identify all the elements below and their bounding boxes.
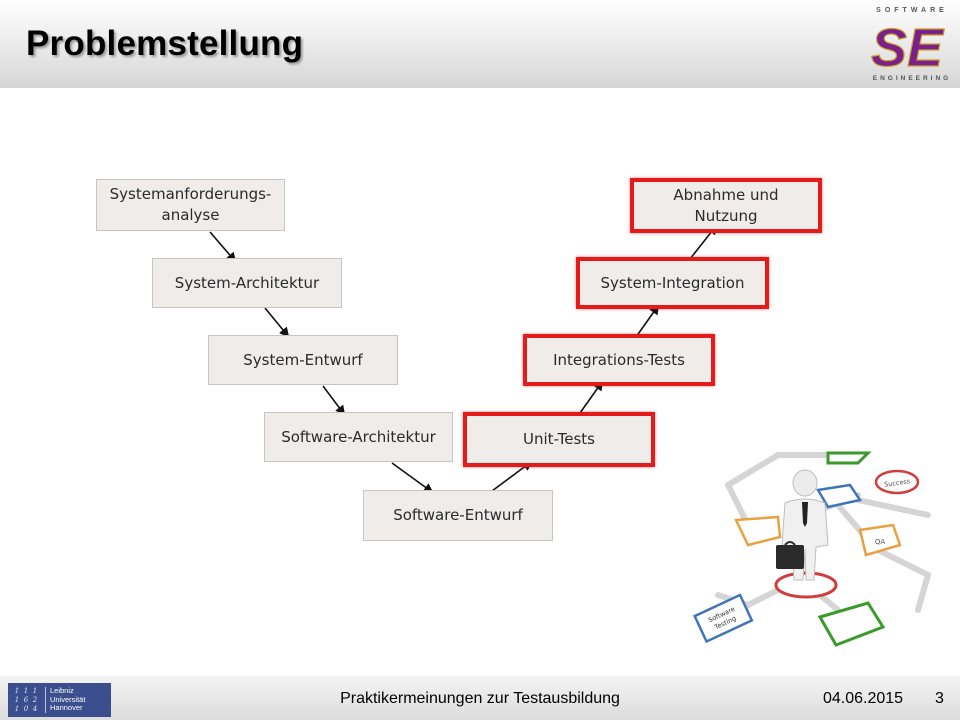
slide-footer (0, 676, 960, 720)
step-abnahme-und-nutzung: Abnahme und Nutzung (630, 178, 822, 233)
orange-process-icon (734, 515, 782, 547)
arrow-entwurf-to-sw-architektur (322, 385, 346, 416)
qa-label: QA (875, 538, 886, 546)
logo-bottom-text: ENGINEERING (873, 75, 952, 82)
step-label: Integrations-Tests (553, 350, 685, 369)
software-engineering-logo: SOFTWARE SE ENGINEERING (870, 7, 952, 82)
step-label: System-Integration (600, 273, 745, 292)
green-step-icon (826, 451, 872, 465)
businessman-flowchart-illustration: Success QA Software Testing (693, 451, 932, 647)
step-software-architektur: Software-Architektur (264, 412, 453, 462)
page-number: 3 (935, 690, 944, 707)
step-label-line: analyse (161, 206, 220, 224)
arrow-analyse-to-architektur (209, 231, 237, 263)
slide-header (0, 0, 960, 88)
step-system-entwurf: System-Entwurf (208, 335, 398, 385)
arrow-sw-architektur-to-sw-entwurf (391, 462, 434, 494)
arrow-integrations-tests-to-system-integration (635, 304, 660, 338)
footer-title: Praktikermeinungen zur Testausbildung (340, 690, 620, 707)
step-label: Software-Architektur (281, 427, 436, 446)
logo-divider (45, 687, 46, 713)
step-systemanforderungsanalyse: Systemanforderungs- analyse (96, 179, 285, 231)
arrow-unit-tests-to-integrations-tests (579, 380, 604, 414)
university-name: Leibniz Universität Hannover (50, 687, 85, 713)
slide-title: Problemstellung (26, 24, 304, 63)
qa-node-icon (858, 523, 902, 557)
step-system-architektur: System-Architektur (152, 258, 342, 308)
step-label: Unit-Tests (523, 430, 595, 448)
arrow-architektur-to-entwurf (264, 307, 290, 338)
success-label: Success (884, 477, 912, 489)
businessman-figure-icon (776, 469, 829, 581)
university-line: Hannover (50, 703, 83, 713)
footer-date: 04.06.2015 (823, 690, 904, 707)
logo-top-text: SOFTWARE (876, 7, 948, 14)
logo-letters: SE (871, 18, 945, 78)
step-system-integration: System-Integration (576, 257, 769, 309)
step-label-line: Abnahme und (673, 185, 779, 204)
software-testing-card-icon: Software Testing (693, 593, 754, 644)
step-integrations-tests: Integrations-Tests (523, 334, 715, 386)
step-label-line: Systemanforderungs- (109, 185, 272, 203)
success-node-icon (874, 469, 920, 495)
university-line: Universität (50, 694, 86, 704)
university-line: Leibniz (50, 686, 74, 696)
green-step-icon (817, 601, 886, 647)
step-software-entwurf: Software-Entwurf (363, 490, 553, 541)
step-label-line: Nutzung (694, 206, 758, 225)
step-label: System-Architektur (174, 273, 320, 292)
blue-process-icon (815, 483, 863, 509)
step-label: Software-Entwurf (393, 506, 523, 524)
step-label: System-Entwurf (243, 350, 363, 369)
step-unit-tests: Unit-Tests (463, 412, 655, 467)
